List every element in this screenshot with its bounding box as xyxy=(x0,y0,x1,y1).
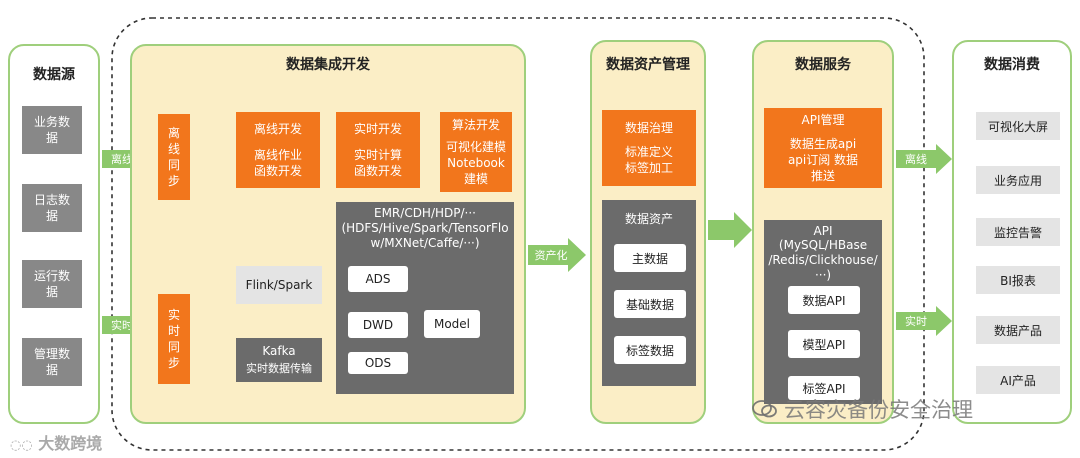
dwd-layer: DWD xyxy=(348,312,408,338)
watermark-right: 云容灾备份安全治理 xyxy=(752,394,973,424)
governance-box: 数据治理 标准定义标签加工 xyxy=(602,110,696,186)
api-mgmt-box: API管理 数据生成api api订阅 数据推送 xyxy=(764,108,882,188)
kafka-box: Kafka 实时数据传输 xyxy=(236,338,322,382)
offline-sync-box: 离线同步 xyxy=(158,114,190,200)
model-layer: Model xyxy=(424,310,480,338)
assetize-arrow-icon xyxy=(528,238,586,272)
governance-title: 数据治理 xyxy=(624,121,673,135)
wechat-icon xyxy=(752,399,778,419)
api-desc: (MySQL/HBase /Redis/Clickhouse/···) xyxy=(768,238,878,282)
consumption-item: 业务应用 xyxy=(976,166,1060,194)
kafka-title: Kafka xyxy=(262,344,296,358)
algo-dev-box: 算法开发 可视化建模Notebook建模 xyxy=(440,112,512,192)
api-item: 标签API xyxy=(788,376,860,400)
offline-out-arrow-label: 离线 xyxy=(905,153,927,166)
offline-dev-box: 离线开发 离线作业函数开发 xyxy=(236,112,320,188)
realtime-dev-desc: 实时计算函数开发 xyxy=(353,148,402,178)
outer-dashed-boundary xyxy=(111,17,925,451)
watermark-logo-icon: ◌◌ xyxy=(10,438,33,453)
asset-item: 主数据 xyxy=(614,244,686,272)
realtime-out-arrow-label: 实时 xyxy=(905,315,927,328)
watermark-left: ◌◌ 大数跨境 xyxy=(10,434,103,453)
consumption-title: 数据消费 xyxy=(984,57,1040,73)
asset-to-service-arrow-icon xyxy=(708,212,752,248)
flink-spark-box: Flink/Spark xyxy=(236,266,322,304)
offline-dev-title: 离线开发 xyxy=(253,122,302,136)
integration-title: 数据集成开发 xyxy=(286,57,370,73)
algo-dev-title: 算法开发 xyxy=(451,118,500,132)
kafka-desc: 实时数据传输 xyxy=(246,362,312,375)
api-title: API xyxy=(813,224,833,238)
asset-item: 标签数据 xyxy=(614,336,686,364)
service-title: 数据服务 xyxy=(795,57,851,73)
consumption-item: 数据产品 xyxy=(976,316,1060,344)
realtime-sync-box: 实时同步 xyxy=(158,294,190,384)
realtime-out-arrow-icon xyxy=(896,306,952,336)
source-item: 管理数据 xyxy=(22,338,82,386)
consumption-item: AI产品 xyxy=(976,366,1060,394)
asset-mgmt-title: 数据资产管理 xyxy=(606,57,690,73)
realtime-arrow-label: 实时 xyxy=(111,319,133,332)
consumption-item: BI报表 xyxy=(976,266,1060,294)
api-mgmt-desc: 数据生成api api订阅 数据推送 xyxy=(787,137,859,183)
ods-layer: ODS xyxy=(348,352,408,374)
emr-line2: (HDFS/Hive/Spark/TensorFlow/MXNet/Caffe/… xyxy=(341,221,509,250)
offline-dev-desc: 离线作业函数开发 xyxy=(253,148,302,178)
api-mgmt-title: API管理 xyxy=(801,113,845,127)
realtime-dev-box: 实时开发 实时计算函数开发 xyxy=(336,112,420,188)
source-item: 日志数据 xyxy=(22,184,82,232)
offline-out-arrow-icon xyxy=(896,144,952,174)
api-item: 数据API xyxy=(788,286,860,314)
realtime-dev-title: 实时开发 xyxy=(353,122,402,136)
api-item: 模型API xyxy=(788,330,860,358)
ads-layer: ADS xyxy=(348,266,408,292)
source-item: 业务数据 xyxy=(22,106,82,154)
governance-desc: 标准定义标签加工 xyxy=(624,145,673,175)
consumption-item: 可视化大屏 xyxy=(976,112,1060,140)
offline-arrow-label: 离线 xyxy=(111,153,133,166)
consumption-item: 监控告警 xyxy=(976,218,1060,246)
source-item: 运行数据 xyxy=(22,260,82,308)
algo-dev-desc: 可视化建模Notebook建模 xyxy=(445,140,506,186)
data-sources-title: 数据源 xyxy=(33,67,75,83)
assetize-arrow-label: 资产化 xyxy=(534,249,568,262)
assets-title: 数据资产 xyxy=(624,212,673,226)
emr-line1: EMR/CDH/HDP/··· xyxy=(374,206,476,220)
asset-item: 基础数据 xyxy=(614,290,686,318)
